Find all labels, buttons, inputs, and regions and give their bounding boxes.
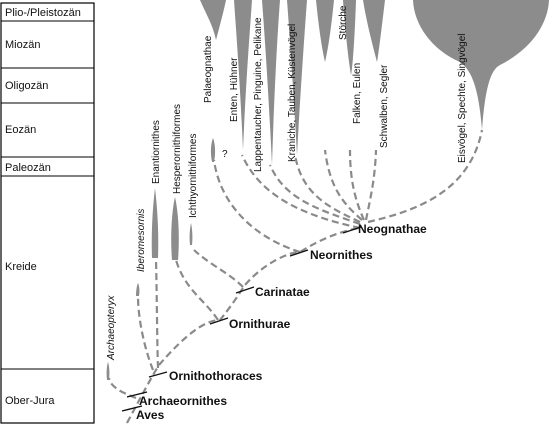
epoch-eocene: Eozän — [5, 124, 36, 136]
label-iberomesornis: Iberomesornis — [136, 209, 147, 272]
lineage-schwalben — [363, 0, 385, 62]
time-scale-table: Plio-/Pleistozän Miozän Oligozän Eozän P… — [0, 2, 95, 424]
lineage-enten — [234, 0, 252, 150]
lineage-iberomesornis — [136, 283, 140, 296]
branch-stoerche — [323, 149, 363, 221]
branch-palaeognathae — [212, 159, 301, 254]
label-palaeognathae: Palaeognathae — [203, 35, 214, 103]
lineage-enantiornithes — [151, 188, 159, 258]
node-carinatae: Carinatae — [255, 285, 310, 299]
branch-kraniche — [293, 154, 361, 223]
epoch-oligocene: Oligozän — [5, 80, 48, 92]
branch-lappentaucher — [268, 164, 361, 226]
lineage-eisvoegel — [413, 0, 549, 130]
taxon-labels: Archaeopteryx Iberomesornis Enantiornith… — [106, 5, 468, 361]
lineage-palaeognathae — [200, 0, 226, 40]
epoch-plio-pleistocene: Plio-/Pleistozän — [5, 7, 81, 19]
label-enten-huehner: Enten, Hühner — [229, 57, 240, 122]
node-archaeornithes: Archaeornithes — [139, 394, 227, 408]
lineage-lappentaucher — [262, 0, 280, 165]
epoch-paleocene: Paleozän — [5, 162, 51, 174]
epoch-cretaceous: Kreide — [5, 261, 37, 273]
label-falken-eulen: Falken, Eulen — [352, 63, 363, 124]
lineage-shapes — [106, 0, 549, 380]
node-ornithurae: Ornithurae — [229, 317, 291, 331]
label-question-mark: ? — [222, 149, 228, 160]
label-lappentaucher: Lappentaucher, Pinguine, Pelikane — [253, 17, 264, 172]
branch-enantiornithes — [154, 259, 160, 369]
branch-ichthyornithiformes — [193, 249, 244, 288]
lineage-ichthyornithiformes — [189, 223, 193, 245]
label-enantiornithes: Enantiornithes — [151, 120, 162, 184]
branch-falken — [348, 149, 366, 221]
lineage-archaeopteryx — [106, 362, 110, 380]
branch-trunk — [126, 226, 361, 424]
node-aves: Aves — [136, 408, 165, 422]
label-archaeopteryx: Archaeopteryx — [106, 295, 117, 361]
label-kraniche: Kraniche, Tauben, Küstenvögel — [287, 24, 298, 162]
node-labels: Aves Archaeornithes Ornithothoraces Orni… — [136, 222, 427, 422]
branch-eisvoegel — [367, 129, 484, 224]
epoch-miocene: Miozän — [5, 39, 40, 51]
lineage-kraniche — [287, 0, 307, 155]
epoch-upper-jurassic: Ober-Jura — [5, 395, 55, 407]
label-stoerche: Störche — [338, 5, 349, 40]
label-hesperornithiformes: Hesperornithiformes — [172, 104, 183, 194]
lineage-stoerche — [316, 0, 334, 62]
branch-hesperornithiformes — [174, 259, 219, 321]
node-ornithothoraces: Ornithothoraces — [169, 369, 263, 383]
branch-enten — [240, 154, 361, 230]
branch-iberomesornis — [136, 295, 155, 371]
label-schwalben-segler: Schwalben, Segler — [379, 64, 390, 148]
lineage-falken — [343, 0, 356, 75]
lineage-palaeognathae-fossil — [210, 138, 216, 162]
node-neognathae: Neognathae — [358, 222, 427, 236]
label-eisvoegel-line1: Eisvögel, Spechte, Singvögel — [457, 33, 468, 163]
label-ichthyornithiformes: Ichthyornithiformes — [188, 134, 199, 218]
lineage-hesperornithiformes — [171, 197, 179, 260]
tree-branches — [107, 129, 484, 424]
branch-schwalben — [364, 149, 378, 221]
branch-archaeopteryx — [107, 377, 137, 400]
node-ticks — [121, 226, 362, 412]
node-neornithes: Neornithes — [310, 248, 373, 262]
